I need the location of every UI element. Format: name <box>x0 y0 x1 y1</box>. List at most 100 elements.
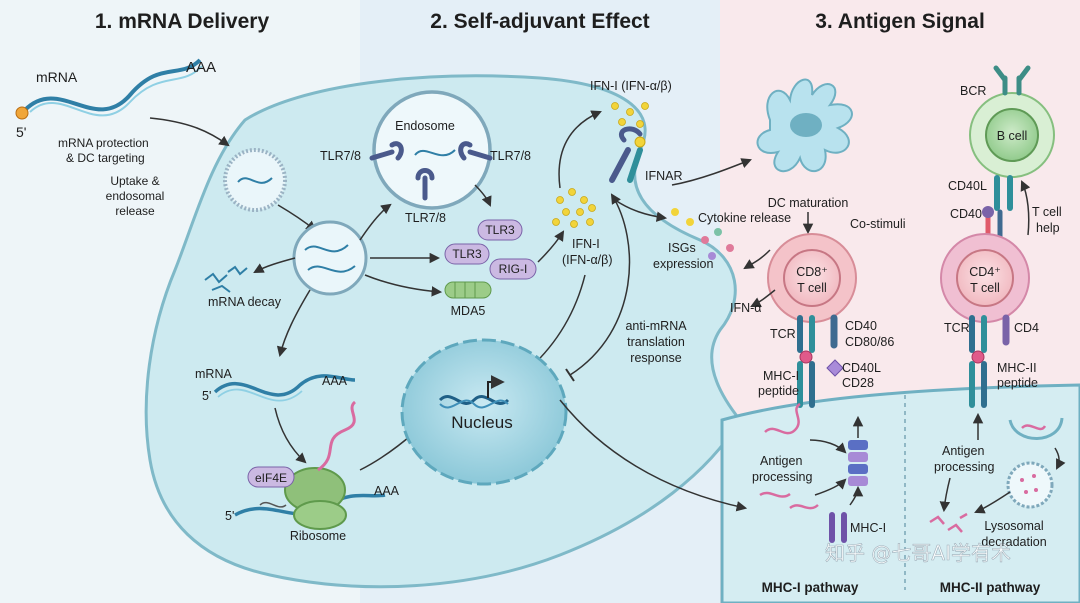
arrow-processing-down-left <box>939 477 951 513</box>
ap2-label-1: Antigen <box>942 444 984 458</box>
tlr78-right-label: TLR7/8 <box>490 149 531 163</box>
arrow-ifna-cycle <box>743 249 771 270</box>
ifnar-label: IFNAR <box>645 169 683 183</box>
mhc1-peptide-label-2: peptide <box>758 384 799 398</box>
ifn-mid-label-1: IFN-I <box>572 237 600 251</box>
mhc1-peptide-label-1: MHC-I <box>763 369 799 383</box>
arrow-fragments-to-proteasome <box>814 478 847 496</box>
cytokine-particles <box>671 208 734 260</box>
arrow-lysosome-to-fragments <box>974 491 1011 514</box>
cytokine-label: Cytokine release <box>698 211 791 225</box>
cd8-label-1: CD8⁺ <box>796 265 828 279</box>
protection-label-2: & DC targeting <box>66 151 145 165</box>
cd40l-label: CD40L <box>842 361 881 375</box>
section-title-antigen: 3. Antigen Signal <box>815 10 985 33</box>
cd4-t-cell <box>940 233 1030 323</box>
arrow-anti-translation <box>569 193 631 376</box>
arrow-antigen-to-proteasome <box>809 439 847 454</box>
uptake-label-2: endosomal <box>106 189 165 203</box>
proteasome <box>848 440 868 486</box>
arrow-to-mda5 <box>364 274 443 297</box>
eif4e-badge <box>247 466 295 488</box>
mhc1-label: MHC-I <box>850 521 886 535</box>
isgs-label-1: ISGs <box>668 241 696 255</box>
arrow-cd8-to-ifna <box>750 289 776 307</box>
dc-maturation-label: DC maturation <box>768 196 849 210</box>
watermark: 知乎 @七哥AI学有术 <box>825 541 1011 565</box>
ifn-mid-label-2: (IFN-α/β) <box>562 253 613 267</box>
lysosome-invagination <box>1008 417 1064 440</box>
cd4-label-1: CD4⁺ <box>969 265 1001 279</box>
arrow-vesicle-to-endosome <box>359 203 392 241</box>
ifn-particles-inner <box>552 188 596 228</box>
cd8-synapse <box>797 314 844 408</box>
tlr78-left-label: TLR7/8 <box>320 149 361 163</box>
cd40-label: CD40 <box>845 319 877 333</box>
ap1-label-2: processing <box>752 470 812 484</box>
cd4-label-2: T cell <box>970 281 1000 295</box>
eif4e-label: eIF4E <box>255 471 287 485</box>
arrow-vesicle-to-cytosol <box>276 289 311 358</box>
arrow-ifn-secretion <box>558 110 602 189</box>
mhc2-pathway-label: MHC-II pathway <box>940 580 1041 595</box>
rigi-badge <box>489 258 537 280</box>
cd8-label-2: T cell <box>797 281 827 295</box>
tcell-help-label-2: help <box>1036 221 1060 235</box>
arrow-mhc1-up <box>849 485 864 506</box>
cd28-label: CD28 <box>842 376 874 390</box>
tcell-help-label-1: T cell <box>1032 205 1062 219</box>
nucleus <box>400 338 568 486</box>
arrow-endosome-to-tlr3 <box>474 184 492 207</box>
rigi-label: RIG-I <box>499 262 528 276</box>
mature-dc <box>756 78 853 173</box>
mhc2-peptide-label-2: peptide <box>997 376 1038 390</box>
antigen-fragments-mhc1 <box>759 402 819 510</box>
tlr78-bottom-label: TLR7/8 <box>405 211 446 225</box>
lyso-label-1: Lysosomal <box>984 519 1043 533</box>
dendritic-cell-body <box>144 74 742 589</box>
polya-label-2: AAA <box>322 374 348 388</box>
polya-label: AAA <box>186 59 216 76</box>
five-prime-label: 5' <box>16 124 26 140</box>
bcr-label: BCR <box>960 84 986 98</box>
isgs-label-2: expression <box>653 257 713 271</box>
arrow-nucleus-to-mhc1 <box>559 399 748 512</box>
lysosome <box>1006 461 1054 509</box>
endocytic-vesicle <box>292 220 368 296</box>
anti-label-2: translation <box>627 335 685 349</box>
anti-label-3: response <box>630 351 681 365</box>
mrna-strand-cytosol <box>213 374 356 402</box>
lyso-label-2: decradation <box>981 535 1046 549</box>
mrna-label-2: mRNA <box>195 367 232 381</box>
cd40l-b-label: CD40L <box>948 179 987 193</box>
tcr-label-2: TCR <box>944 321 970 335</box>
mhc1-molecule <box>829 512 847 543</box>
ifnar-receptor <box>609 126 646 183</box>
lipid-nanoparticle <box>223 148 287 212</box>
ifn-top-label: IFN-I (IFN-α/β) <box>590 79 672 93</box>
arrow-to-dc-maturation <box>671 158 752 186</box>
ap2-label-2: processing <box>934 460 994 474</box>
five-prime-label-2: 5' <box>202 389 211 403</box>
endosome <box>372 90 492 210</box>
antigen-fragment-mhc2 <box>1021 424 1047 431</box>
polya-label-3: AAA <box>374 484 400 498</box>
section-title-adjuvant: 2. Self-adjuvant Effect <box>430 10 649 33</box>
mda5-sensor <box>444 281 492 299</box>
uptake-label-1: Uptake & <box>110 174 159 188</box>
antigen-fragments-mhc2 <box>929 512 968 533</box>
mda5-label: MDA5 <box>451 304 486 318</box>
b-cell <box>969 65 1055 178</box>
costimuli-label: Co-stimuli <box>850 217 906 231</box>
tlr78-receptors <box>369 141 493 201</box>
ribosome-label: Ribosome <box>290 529 346 543</box>
mhc1-pathway-label: MHC-I pathway <box>762 580 859 595</box>
bcell-label: B cell <box>997 129 1028 143</box>
tcr-label-1: TCR <box>770 327 796 341</box>
cd40-b-label: CD40 <box>950 207 982 221</box>
mrna-strand-top <box>15 58 203 120</box>
nucleus-label: Nucleus <box>451 413 512 432</box>
cd4-synapse <box>969 314 1010 408</box>
